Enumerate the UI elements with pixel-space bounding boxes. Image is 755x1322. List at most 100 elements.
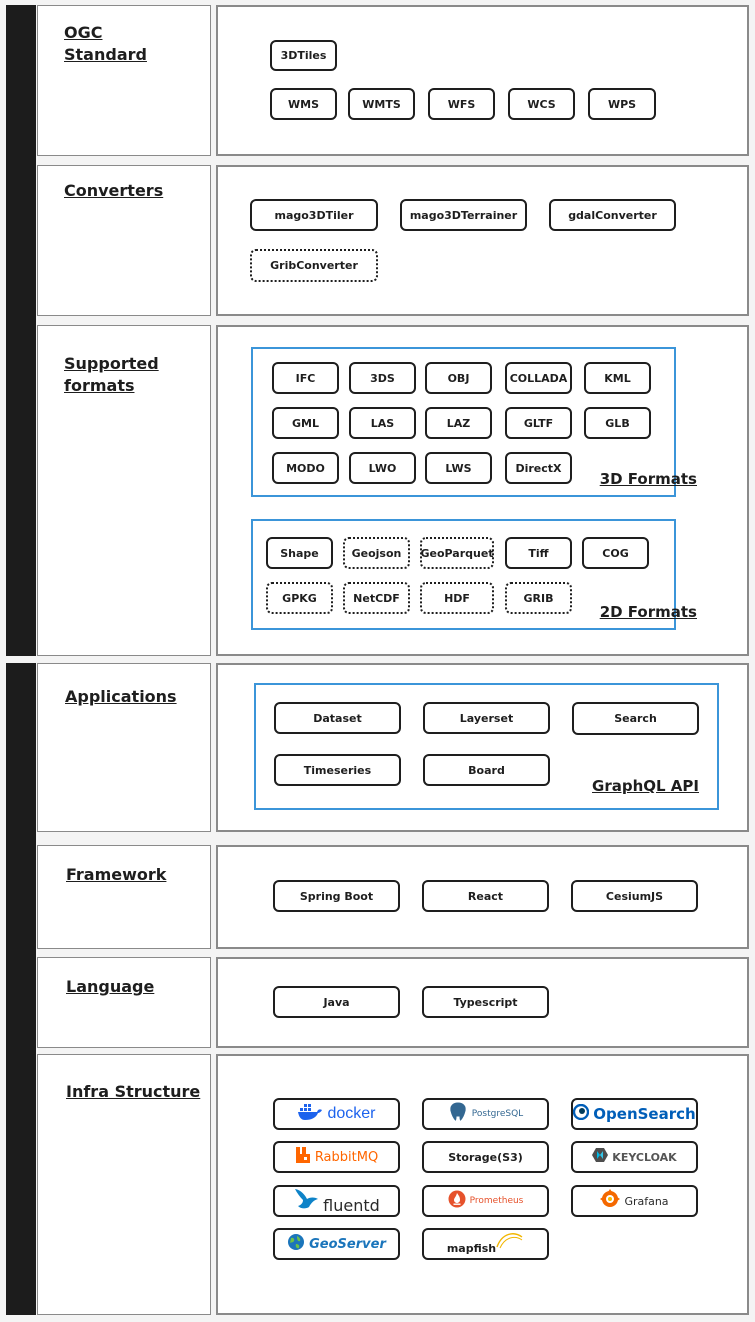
infra-prometheus: Prometheus xyxy=(422,1185,549,1217)
format-2d-item: GPKG xyxy=(266,582,333,614)
ogc-label-box xyxy=(37,5,211,156)
infra-label: PostgreSQL xyxy=(471,1109,524,1119)
format-2d-item: GeoParquet xyxy=(420,537,494,569)
format-3d-item: GLB xyxy=(584,407,651,439)
infra-label: fluentd xyxy=(323,1195,380,1215)
graphql-api-title: GraphQL API xyxy=(592,777,699,795)
framework-item: Spring Boot xyxy=(273,880,400,912)
converters-section-label: Converters xyxy=(64,181,164,200)
graphql-api-group xyxy=(254,683,719,810)
format-3d-item: LWO xyxy=(349,452,416,484)
grafana-icon xyxy=(600,1189,621,1213)
infra-fluentd: fluentd xyxy=(273,1185,400,1217)
2d-formats-group xyxy=(251,519,676,630)
app-item: Board xyxy=(423,754,550,786)
format-3d-item: IFC xyxy=(272,362,339,394)
infra-storage: Storage(S3) xyxy=(422,1141,549,1173)
infra-label: GeoServer xyxy=(309,1236,386,1252)
keycloak-icon xyxy=(592,1147,609,1167)
app-item: Layerset xyxy=(423,702,550,734)
infra-opensearch: OpenSearch xyxy=(571,1098,698,1130)
converter-item: mago3DTerrainer xyxy=(400,199,527,231)
docker-whale-icon xyxy=(297,1103,323,1125)
language-label-box xyxy=(37,957,211,1048)
format-3d-item: DirectX xyxy=(505,452,572,484)
format-3d-item: GML xyxy=(272,407,339,439)
2d-formats-title: 2D Formats xyxy=(599,603,697,621)
infra-geoserver: GeoServer xyxy=(273,1228,400,1260)
infra-label: Prometheus xyxy=(469,1196,524,1206)
infra-label-box xyxy=(37,1054,211,1315)
format-2d-item: HDF xyxy=(420,582,494,614)
ogc-item: WPS xyxy=(588,88,656,120)
format-2d-item: GRIB xyxy=(505,582,572,614)
ogc-item: WCS xyxy=(508,88,575,120)
converter-item: GribConverter xyxy=(250,249,378,282)
app-item: Search xyxy=(572,702,699,735)
applications-label-box xyxy=(37,663,211,832)
format-2d-item: COG xyxy=(582,537,649,569)
converters-label-box xyxy=(37,165,211,316)
ogc-section-label: OGC Standard xyxy=(64,23,147,64)
format-3d-item: 3DS xyxy=(349,362,416,394)
converters-content-box xyxy=(216,165,749,316)
format-2d-item: NetCDF xyxy=(343,582,410,614)
infra-label: Grafana xyxy=(624,1194,669,1208)
format-2d-item: Geojson xyxy=(343,537,410,569)
language-section-label: Language xyxy=(66,977,155,996)
format-2d-item: Shape xyxy=(266,537,333,569)
infra-section-label: Infra Structure xyxy=(66,1082,201,1101)
infra-label: mapfish xyxy=(446,1241,497,1255)
ogc-content-box xyxy=(216,5,749,156)
converter-item: gdalConverter xyxy=(549,199,676,231)
format-3d-item: MODO xyxy=(272,452,339,484)
ogc-item: 3DTiles xyxy=(270,40,337,71)
app-item: Timeseries xyxy=(274,754,401,786)
infra-label: OpenSearch xyxy=(593,1105,696,1123)
fluentd-bird-icon xyxy=(293,1187,319,1215)
format-3d-item: GLTF xyxy=(505,407,572,439)
3d-formats-title: 3D Formats xyxy=(599,470,697,488)
infra-postgresql: PostgreSQL xyxy=(422,1098,549,1130)
opensearch-icon xyxy=(573,1103,590,1124)
infra-rabbitmq: RabbitMQ xyxy=(273,1141,400,1173)
framework-item: CesiumJS xyxy=(571,880,698,912)
postgresql-elephant-icon xyxy=(448,1101,468,1127)
left-bar-top xyxy=(6,5,36,656)
infra-grafana: Grafana xyxy=(571,1185,698,1217)
framework-label-box xyxy=(37,845,211,949)
format-3d-item: OBJ xyxy=(425,362,492,394)
ogc-item: WMS xyxy=(270,88,337,120)
formats-section-label: Supported formats xyxy=(64,354,159,395)
converter-item: mago3DTiler xyxy=(250,199,378,231)
rabbitmq-icon xyxy=(295,1146,311,1168)
mapfish-icon xyxy=(496,1229,524,1253)
infra-label: docker xyxy=(327,1105,376,1122)
framework-section-label: Framework xyxy=(66,865,167,884)
infra-mapfish: mapfish xyxy=(422,1228,549,1260)
framework-item: React xyxy=(422,880,549,912)
infra-label: KEYCLOAK xyxy=(612,1150,677,1164)
ogc-item: WFS xyxy=(428,88,495,120)
infra-label: RabbitMQ xyxy=(314,1149,379,1165)
language-item: Typescript xyxy=(422,986,549,1018)
infra-keycloak: KEYCLOAK xyxy=(571,1141,698,1173)
format-3d-item: LAZ xyxy=(425,407,492,439)
infra-content-box xyxy=(216,1054,749,1315)
applications-content-box xyxy=(216,663,749,832)
format-3d-item: COLLADA xyxy=(505,362,572,394)
format-2d-item: Tiff xyxy=(505,537,572,569)
ogc-item: WMTS xyxy=(348,88,415,120)
language-item: Java xyxy=(273,986,400,1018)
infra-docker: docker xyxy=(273,1098,400,1130)
prometheus-flame-icon xyxy=(448,1190,466,1212)
applications-section-label: Applications xyxy=(65,687,177,706)
format-3d-item: LAS xyxy=(349,407,416,439)
format-3d-item: LWS xyxy=(425,452,492,484)
app-item: Dataset xyxy=(274,702,401,734)
formats-label-box xyxy=(37,325,211,656)
geoserver-globe-icon xyxy=(287,1233,305,1255)
3d-formats-group xyxy=(251,347,676,497)
infra-label: Storage(S3) xyxy=(448,1150,523,1164)
left-bar-bottom xyxy=(6,663,36,1315)
